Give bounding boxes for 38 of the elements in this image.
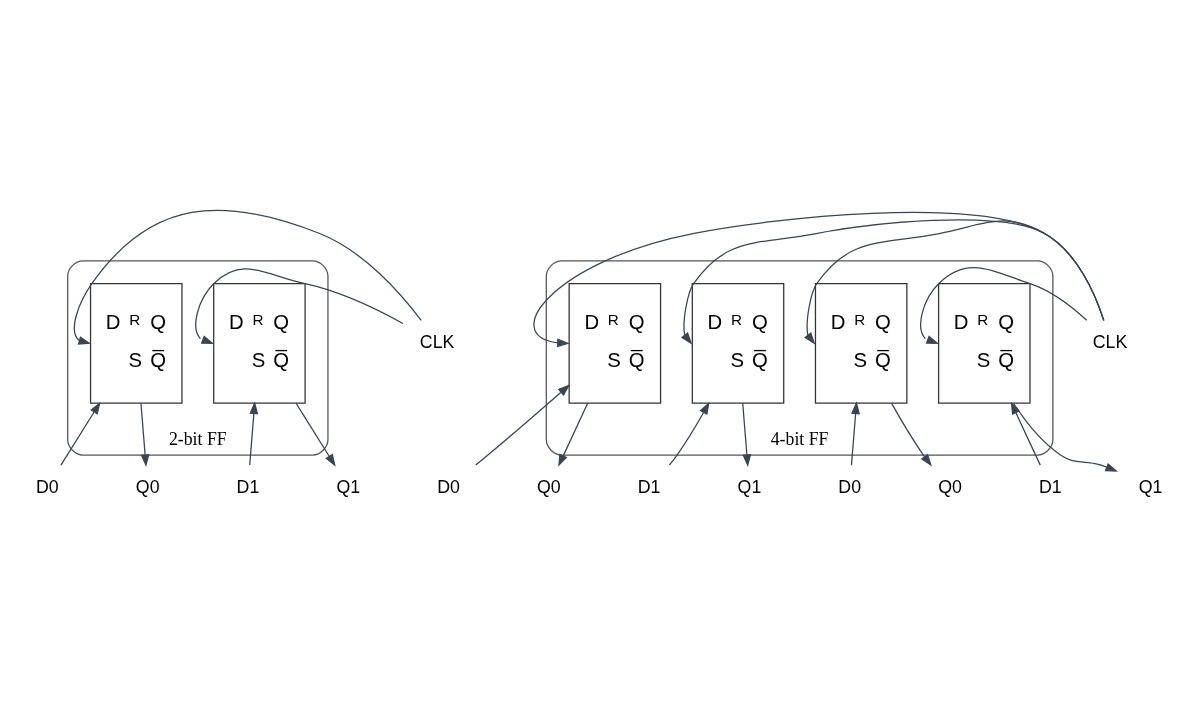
node-text: Q1 (336, 476, 361, 497)
arrow (804, 220, 1105, 345)
arrow (295, 402, 336, 467)
node-text: CLK (1092, 332, 1128, 353)
arrow (558, 402, 589, 467)
node-text: Q0 (537, 476, 561, 497)
arrow (249, 401, 259, 466)
node-box: D R Q S Q̅ (691, 283, 785, 404)
arrow (668, 401, 710, 466)
node-box: D R Q S Q̅ (814, 283, 908, 404)
node-text: CLK (419, 332, 455, 353)
node-box: D R Q S Q̅ (937, 283, 1031, 404)
arrow (1013, 402, 1119, 472)
arrow (680, 219, 1105, 345)
arrow (195, 268, 404, 345)
arrow (890, 402, 932, 467)
node-text: D1 (637, 476, 661, 497)
node-box: D R Q S Q̅ (89, 283, 183, 404)
node-text: Q0 (135, 476, 160, 497)
arrow (73, 209, 422, 345)
arrow (60, 401, 101, 466)
node-box: D R Q S Q̅ (568, 283, 662, 404)
node-text: D1 (1038, 476, 1062, 497)
node-text: D0 (437, 476, 460, 497)
arrow (475, 384, 571, 466)
arrow (850, 401, 861, 466)
arrow (920, 267, 1088, 345)
node-text: D1 (236, 476, 260, 497)
node-text: D0 (36, 476, 59, 497)
node-box: D R Q S Q̅ (213, 283, 306, 404)
arrow (140, 402, 150, 468)
node-text: Q1 (1138, 476, 1163, 497)
arrow (533, 211, 1105, 348)
node-text: Q1 (737, 476, 762, 497)
arrow (742, 402, 752, 468)
node-text: D0 (838, 476, 862, 497)
arrow (1010, 401, 1041, 466)
node-text: Q0 (938, 476, 962, 497)
